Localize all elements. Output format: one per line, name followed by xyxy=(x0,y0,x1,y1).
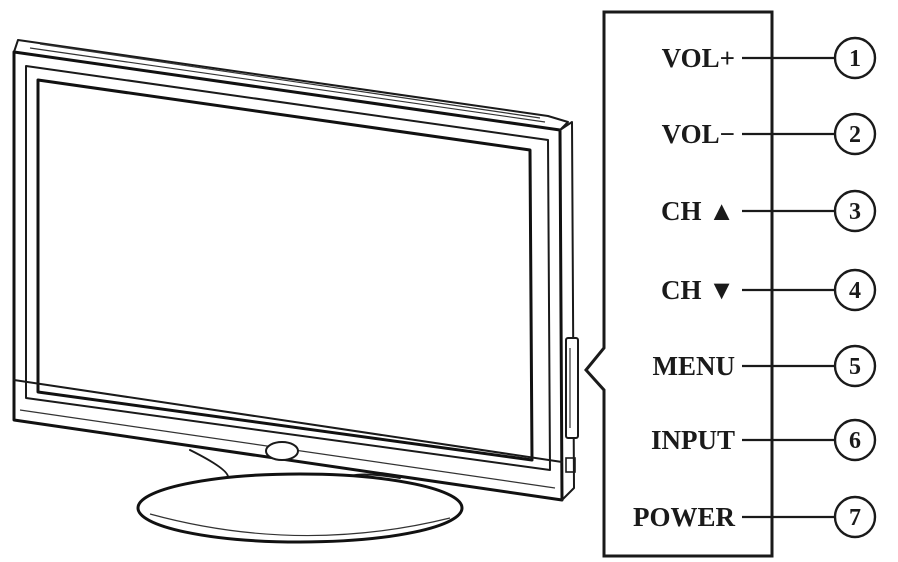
tv-stand-logo xyxy=(265,441,299,461)
number-badge xyxy=(833,418,877,462)
number-label: 2 xyxy=(849,122,861,148)
tv-stand-base-rim xyxy=(149,513,451,537)
number-badge xyxy=(833,112,877,156)
number-label: 4 xyxy=(849,278,861,304)
button-row-ch-up: CH ▲ 3 xyxy=(661,189,877,233)
number-badge xyxy=(833,344,877,388)
vent-line xyxy=(29,47,546,123)
button-label: VOL− xyxy=(662,119,735,149)
number-badge xyxy=(833,189,877,233)
button-row-power: POWER 7 xyxy=(633,495,877,539)
tv-side-button-panel xyxy=(565,337,579,439)
tv-screen xyxy=(36,78,534,462)
tv-lower-bezel xyxy=(13,379,563,463)
tv-side-port xyxy=(565,457,576,473)
number-label: 3 xyxy=(849,199,861,225)
button-row-vol-down: VOL− 2 xyxy=(662,112,877,156)
tv-illustration xyxy=(12,39,579,544)
button-row-menu: MENU 5 xyxy=(653,344,877,388)
button-label: CH ▲ xyxy=(661,196,735,226)
button-list: VOL+ 1 VOL− 2 CH ▲ 3 CH ▼ 4 MENU 5 xyxy=(633,36,877,539)
button-label: POWER xyxy=(633,502,736,532)
button-label: VOL+ xyxy=(662,43,735,73)
vent-line xyxy=(39,43,541,119)
callout-bracket xyxy=(584,10,774,558)
number-label: 6 xyxy=(849,428,861,454)
button-row-input: INPUT 6 xyxy=(651,418,877,462)
number-badge xyxy=(833,495,877,539)
tv-outer-frame xyxy=(12,50,564,502)
number-label: 7 xyxy=(849,505,861,531)
number-label: 1 xyxy=(849,46,861,72)
tv-side-depth xyxy=(559,121,575,501)
button-label: INPUT xyxy=(651,425,735,455)
tv-top-vent xyxy=(13,39,569,131)
number-badge xyxy=(833,268,877,312)
button-row-vol-up: VOL+ 1 xyxy=(662,36,877,80)
tv-stand-base xyxy=(136,472,464,544)
number-badge xyxy=(833,36,877,80)
tv-bezel xyxy=(25,65,551,471)
number-label: 5 xyxy=(849,354,861,380)
button-label: CH ▼ xyxy=(661,275,735,305)
button-row-ch-down: CH ▼ 4 xyxy=(661,268,877,312)
button-label: MENU xyxy=(653,351,736,381)
